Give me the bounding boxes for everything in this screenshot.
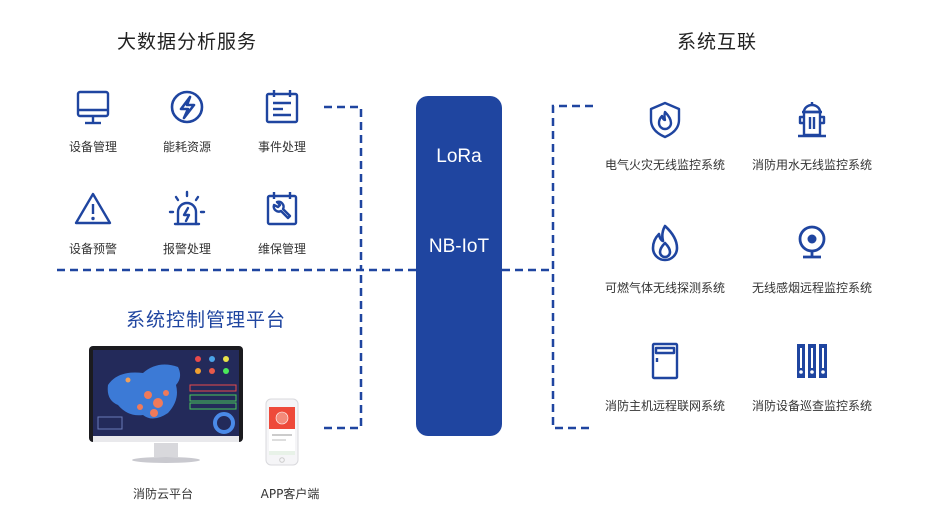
client-fire-cloud-platform[interactable]: 消防云平台 xyxy=(88,345,248,501)
system-label: 电气火灾无线监控系统 xyxy=(604,158,725,172)
protocol-lora: LoRa xyxy=(436,146,482,167)
flame-icon xyxy=(645,223,685,263)
system-label: 消防设备巡查监控系统 xyxy=(751,399,872,413)
smartphone-icon xyxy=(265,398,299,468)
service-label: 设备管理 xyxy=(68,140,117,154)
monitor-icon xyxy=(73,88,113,128)
system-label: 消防用水无线监控系统 xyxy=(751,158,872,172)
service-label: 维保管理 xyxy=(257,242,306,256)
alarm-light-icon xyxy=(167,190,207,230)
service-label: 能耗资源 xyxy=(162,140,211,154)
desktop-monitor-icon xyxy=(88,345,244,463)
system-label: 无线感烟远程监控系统 xyxy=(751,281,872,295)
shield-flame-icon xyxy=(645,100,685,140)
system-label: 可燃气体无线探测系统 xyxy=(604,281,725,295)
cabinet-icon xyxy=(645,341,685,381)
alert-bars-icon xyxy=(792,341,832,381)
client-label: 消防云平台 xyxy=(132,487,193,501)
warning-icon xyxy=(73,190,113,230)
client-label: APP客户端 xyxy=(260,487,320,501)
service-label: 设备预警 xyxy=(68,242,117,256)
big-data-title: 大数据分析服务 xyxy=(117,31,258,53)
lightning-icon xyxy=(167,88,207,128)
system-label: 消防主机远程联网系统 xyxy=(604,399,725,413)
connector-services xyxy=(324,105,363,270)
platform-title: 系统控制管理平台 xyxy=(126,309,287,331)
fire-hydrant-icon xyxy=(792,100,832,140)
protocol-nb-iot: NB-IoT xyxy=(428,236,490,257)
network-hub: LoRa NB-IoT xyxy=(416,96,502,436)
system-interconnect-title: 系统互联 xyxy=(677,31,758,53)
calendar-list-icon xyxy=(262,88,302,128)
service-label: 报警处理 xyxy=(162,242,211,256)
webcam-icon xyxy=(792,223,832,263)
connector-systems xyxy=(551,104,593,430)
service-label: 事件处理 xyxy=(257,140,306,154)
client-app[interactable]: APP客户端 xyxy=(250,398,330,501)
wrench-calendar-icon xyxy=(262,190,302,230)
